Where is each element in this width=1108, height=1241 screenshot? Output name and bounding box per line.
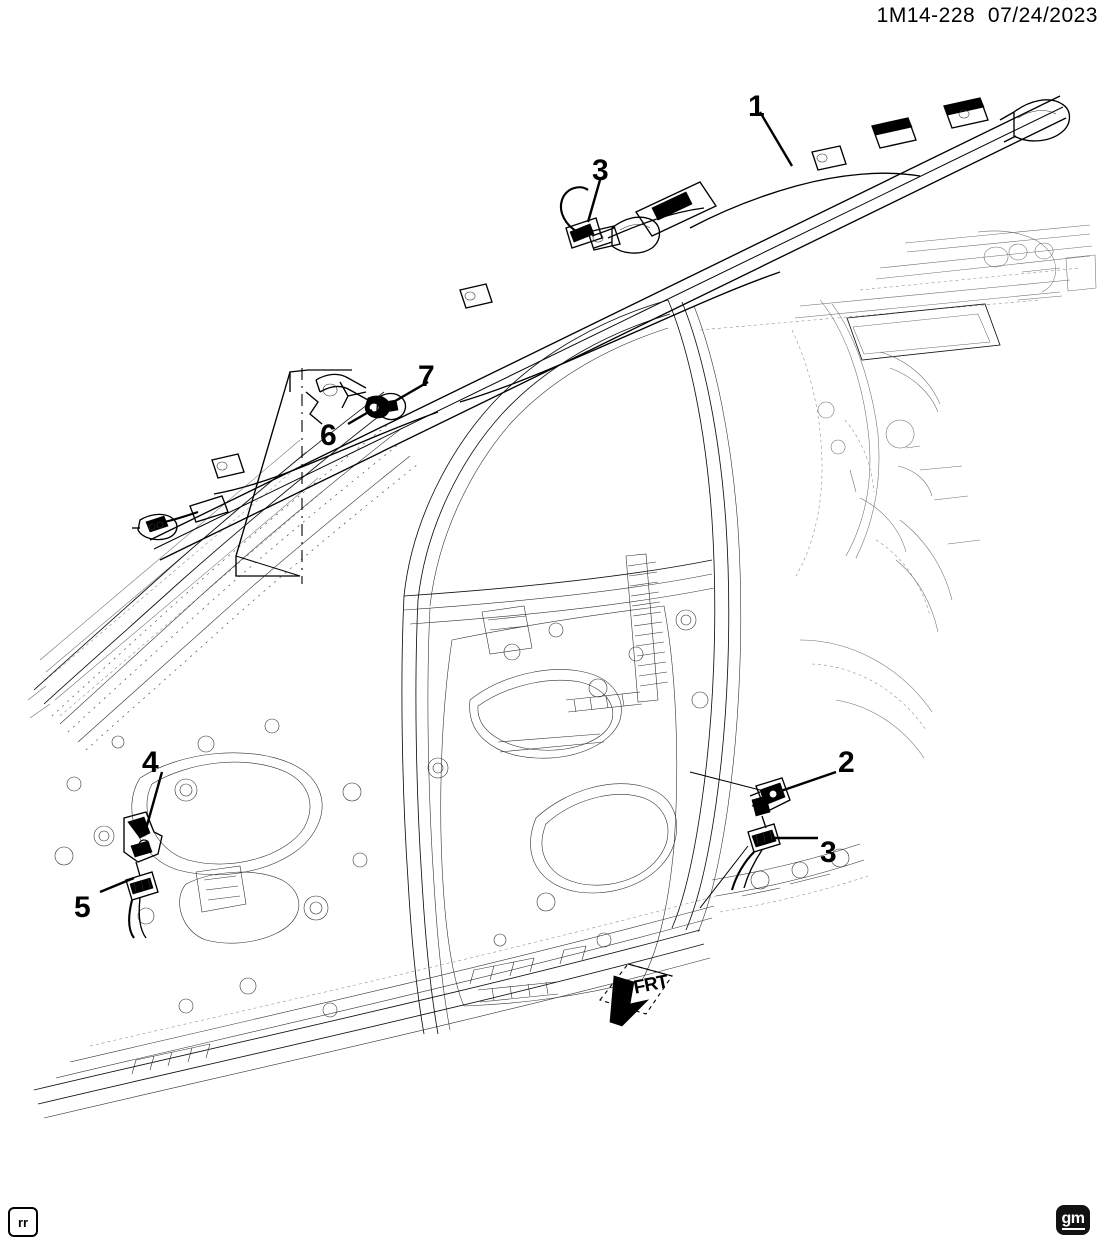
callout-7: 7	[418, 360, 435, 393]
front-direction-indicator	[599, 963, 673, 1027]
callout-5: 5	[74, 891, 91, 924]
revision-mark-box: rr	[8, 1207, 38, 1237]
gm-logo: gm	[1056, 1205, 1090, 1235]
rocker-sill-panel	[33, 895, 717, 1119]
drawing-header-text: 1M14-228 07/24/2023	[876, 4, 1098, 27]
door-inner-panel-detail	[54, 553, 709, 1018]
body-in-white-outline	[33, 299, 742, 1035]
quarter-inner-ghost	[711, 843, 869, 913]
side-impact-sensor-assembly	[123, 811, 163, 939]
body-structure-ghost-lines	[27, 224, 1097, 759]
callout-6: 6	[320, 419, 337, 452]
callout-3-upper: 3	[592, 154, 609, 187]
airbag-anchor-bracket-detail	[305, 373, 407, 425]
callout-4: 4	[142, 746, 159, 779]
callout-1: 1	[748, 90, 765, 123]
curtain-airbag-module	[132, 95, 1071, 561]
callout-leader-lines	[99, 111, 837, 894]
gm-logo-text: gm	[1061, 1210, 1085, 1230]
detail-section-bracket	[235, 368, 352, 584]
callout-3-lower: 3	[820, 836, 837, 869]
harness-connector-assembly-right	[689, 771, 791, 909]
revision-mark-text: rr	[17, 1214, 29, 1230]
callout-2: 2	[838, 746, 855, 779]
